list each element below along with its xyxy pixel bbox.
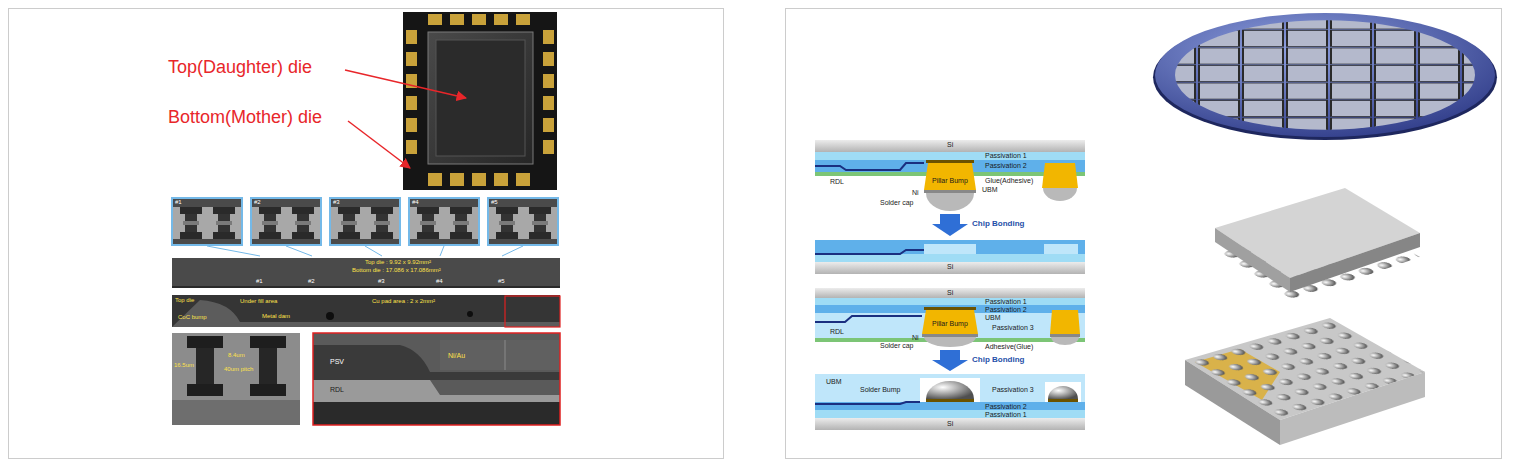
part-label: Ni/Au — [448, 352, 465, 359]
part-label: Under fill area — [240, 298, 277, 304]
solder-cap — [1043, 188, 1077, 201]
layer-label: Si — [947, 263, 953, 270]
inset-leader-lines — [207, 246, 523, 256]
layer-label: Passivation 2 — [985, 403, 1027, 410]
solder-cap — [926, 193, 974, 211]
rdl-line — [815, 163, 924, 170]
die-label: Top(Daughter) die — [168, 58, 312, 76]
layer-label: Ni — [912, 189, 919, 196]
layer-label: Passivation 1 — [985, 152, 1027, 159]
layer-label: RDL — [830, 178, 844, 185]
layer-label: Passivation 3 — [992, 386, 1034, 393]
part-label: RDL — [330, 386, 344, 393]
layer-label: Si — [947, 420, 953, 427]
pillar-bump — [1042, 163, 1078, 188]
callout-number: #2 — [254, 199, 261, 205]
dimension-label: Top die : 9.92 x 9.92mm² — [365, 259, 431, 265]
bottom-die — [403, 12, 557, 190]
layer-label: Passivation 3 — [992, 324, 1034, 331]
layer-label: Ni — [912, 334, 919, 341]
callout-number: #4 — [436, 278, 443, 284]
cross-section-before — [815, 140, 1085, 211]
layer-label: Passivation 1 — [985, 298, 1027, 305]
layer-label: UBM — [982, 186, 998, 193]
dimension-label: 40um pitch — [224, 366, 253, 372]
layer-label: UBM — [826, 378, 842, 385]
callout-number: #2 — [308, 278, 315, 284]
sem-strip — [172, 258, 560, 288]
layer-label: Passivation 2 — [985, 306, 1027, 313]
chip-photo — [403, 12, 557, 190]
ni-layer — [924, 190, 976, 193]
callout-number: #3 — [378, 278, 385, 284]
leader-arrow — [348, 121, 410, 168]
pillar-bump — [924, 163, 976, 190]
bond-pads — [406, 14, 554, 186]
dimension-label: 8.4um — [228, 352, 245, 358]
part-label: Solder cap — [880, 199, 913, 206]
top-die — [428, 32, 533, 164]
layer-label: Si — [947, 141, 953, 148]
dimension-label: Bottom die : 17.086 x 17.086mm² — [352, 267, 441, 273]
callout-number: #3 — [333, 199, 340, 205]
ubm — [926, 160, 974, 163]
layer-label: UBM — [985, 314, 1001, 321]
layer-label: RDL — [830, 328, 844, 335]
callout-number: #4 — [412, 199, 419, 205]
leader-arrow — [345, 70, 466, 98]
passivation-layer — [815, 152, 1085, 160]
sem-pad-detail — [313, 333, 560, 425]
cross-section-bonded — [815, 374, 1085, 430]
flip-chip-3d — [1185, 188, 1425, 445]
right-panel — [786, 9, 1502, 459]
part-label: Metal dam — [262, 313, 290, 319]
layer-label: Adhesive(Glue) — [985, 343, 1033, 350]
callout-number: #5 — [498, 278, 505, 284]
part-label: Pillar Bump — [932, 320, 968, 327]
si-layer — [815, 140, 1085, 152]
cross-section-before — [815, 288, 1085, 347]
dimension-label: Cu pad area : 2 x 2mm² — [372, 298, 435, 304]
die-label: Bottom(Mother) die — [168, 108, 322, 126]
process-arrow — [932, 350, 968, 371]
cross-section-bonded — [815, 240, 1085, 274]
callout-number: #5 — [491, 199, 498, 205]
part-label: CoC bump — [178, 314, 207, 320]
callout-number: #1 — [256, 278, 263, 284]
process-arrow — [932, 214, 968, 236]
left-panel — [9, 9, 724, 459]
sem-insets — [172, 198, 558, 245]
sem-bump-detail — [172, 333, 300, 425]
dimension-label: 16.5um — [174, 362, 194, 368]
part-label: Pillar Bump — [932, 177, 968, 184]
layer-label: Passivation 2 — [985, 162, 1027, 169]
top-die-inner — [436, 40, 525, 156]
callout-number: #1 — [175, 199, 182, 205]
top-chip — [1215, 188, 1420, 278]
part-label: Solder Bump — [860, 386, 900, 393]
layer-label: Glue(Adhesive) — [985, 177, 1033, 184]
process-label: Chip Bonding — [972, 220, 1024, 228]
layer-label: Passivation 1 — [985, 411, 1027, 418]
part-label: PSV — [330, 358, 344, 365]
process-label: Chip Bonding — [972, 356, 1024, 364]
part-label: Top die — [175, 297, 194, 303]
layer-label: Si — [947, 289, 953, 296]
sem-strip — [172, 295, 560, 327]
wafer — [1153, 13, 1503, 140]
part-label: Solder cap — [880, 342, 913, 349]
